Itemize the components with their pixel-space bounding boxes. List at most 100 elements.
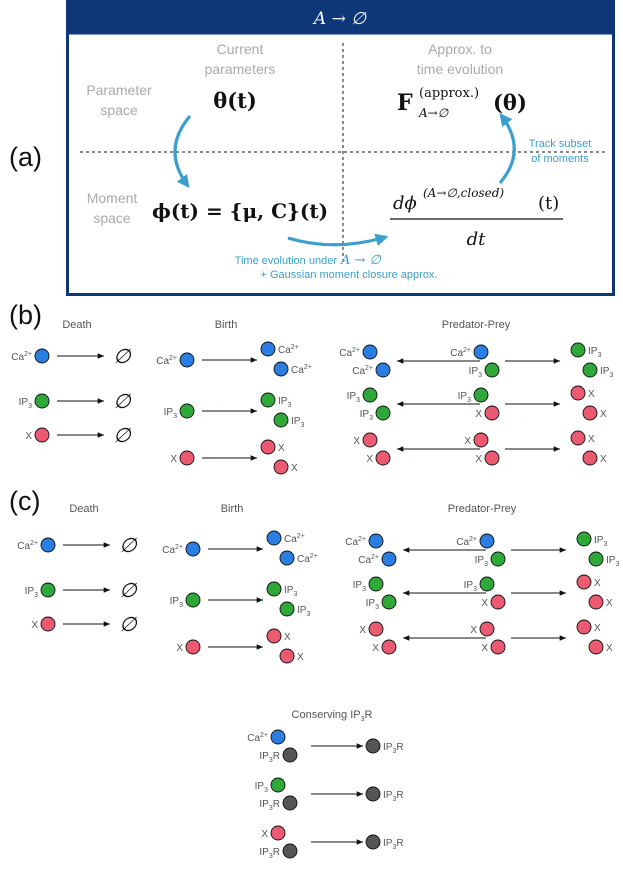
ca-label: Ca2+ xyxy=(162,544,183,556)
moment-space-line2: space xyxy=(93,210,131,226)
birth-reaction-ca: Ca2+Ca2+Ca2+ xyxy=(162,530,318,566)
death-reaction-x: X∅ xyxy=(31,612,138,636)
x-label: X xyxy=(606,643,613,654)
panel-c-birth-header: Birth xyxy=(221,503,244,515)
down-arrow xyxy=(173,114,192,189)
ip3-molecule xyxy=(279,601,295,617)
ip3-molecule xyxy=(582,362,598,378)
x-label: X xyxy=(297,652,304,663)
panel-b-birth-header: Birth xyxy=(215,319,238,331)
ca-label: Ca2+ xyxy=(358,554,379,566)
x-molecule xyxy=(473,432,489,448)
empty-set-symbol: ∅ xyxy=(113,389,132,413)
F-arg: (θ) xyxy=(493,90,527,115)
ip3-molecule xyxy=(375,405,391,421)
x-label: X xyxy=(359,625,366,636)
x-label: X xyxy=(594,623,601,634)
right-arrow xyxy=(287,233,389,247)
ip3-molecule xyxy=(473,387,489,403)
ca-label: Ca2+ xyxy=(247,732,268,744)
x-molecule xyxy=(484,450,500,466)
banner-title: A → ∅ xyxy=(312,9,367,29)
ip3-label: IP3 xyxy=(25,586,38,599)
ip3-label: IP3 xyxy=(606,555,619,568)
x-molecule xyxy=(484,405,500,421)
x-label: X xyxy=(594,578,601,589)
ip3-label: IP3 xyxy=(366,598,379,611)
x-label: X xyxy=(600,454,607,465)
ip3-molecule xyxy=(576,531,592,547)
ip3-label: IP3 xyxy=(360,409,373,422)
d-phi-numerator: dϕ xyxy=(393,193,417,214)
ip3r-molecule xyxy=(282,843,298,859)
ip3-label: IP3 xyxy=(19,397,32,410)
ip3r-molecule xyxy=(365,738,381,754)
empty-set-symbol: ∅ xyxy=(119,578,138,602)
ca-label: Ca2+ xyxy=(450,347,471,359)
ca-molecule xyxy=(279,550,295,566)
x-molecule xyxy=(588,639,604,655)
ip3-molecule xyxy=(179,403,195,419)
x-molecule xyxy=(576,619,592,635)
ip3-label: IP3 xyxy=(284,585,297,598)
ip3-molecule xyxy=(40,582,56,598)
ip3-label: IP3 xyxy=(469,366,482,379)
conserving-header: Conserving IP3R xyxy=(292,709,373,723)
panel-c-predprey-header: Predator-Prey xyxy=(448,503,517,515)
ip3r-label: IP3R xyxy=(383,838,404,851)
ip3r-molecule xyxy=(282,747,298,763)
panel-c-reactions: Ca2+∅Ca2+Ca2+Ca2+Ca2+Ca2+Ca2+IP3IP3IP3IP… xyxy=(17,530,619,860)
ip3-molecule xyxy=(570,342,586,358)
parameter-space-line2: space xyxy=(100,102,138,118)
ip3r-label: IP3R xyxy=(383,742,404,755)
track-line2: of moments xyxy=(531,153,589,165)
predprey-right-ip3: XX xyxy=(505,385,607,421)
ip3-label: IP3 xyxy=(458,391,471,404)
ip3r-molecule xyxy=(282,795,298,811)
approx-line2: time evolution xyxy=(417,61,503,77)
time-evo-prefix: Time evolution under xyxy=(235,255,338,267)
ip3-label: IP3 xyxy=(255,781,268,794)
ip3r-molecule xyxy=(365,786,381,802)
phi-equation: ϕ(t) = {μ, C}(t) xyxy=(152,199,328,223)
ca-molecule xyxy=(270,729,286,745)
ca-molecule xyxy=(40,537,56,553)
x-label: X xyxy=(588,434,595,445)
ip3-molecule xyxy=(381,594,397,610)
x-molecule xyxy=(185,639,201,655)
ca-molecule xyxy=(473,344,489,360)
up-arrow xyxy=(498,112,516,185)
death-reaction-ca: Ca2+∅ xyxy=(17,533,138,557)
current-params-line1: Current xyxy=(217,41,264,57)
x-label: X xyxy=(470,625,477,636)
x-label: X xyxy=(588,389,595,400)
ip3-molecule xyxy=(34,393,50,409)
panel-b-death-header: Death xyxy=(62,319,91,331)
ca-label: Ca2+ xyxy=(17,540,38,552)
ca-label: Ca2+ xyxy=(278,344,299,356)
track-line1: Track subset xyxy=(529,138,592,150)
ip3-molecule xyxy=(266,581,282,597)
ip3-molecule xyxy=(273,412,289,428)
F-sub: A→∅ xyxy=(418,106,449,120)
ip3-label: IP3 xyxy=(164,407,177,420)
approx-line1: Approx. to xyxy=(428,41,492,57)
x-molecule xyxy=(34,427,50,443)
death-reaction-ip3: IP3 ∅ xyxy=(19,389,133,413)
x-label: X xyxy=(261,829,268,840)
ca-label: Ca2+ xyxy=(291,364,312,376)
panel-a-banner xyxy=(67,1,614,35)
empty-set-symbol: ∅ xyxy=(113,344,132,368)
ca-molecule xyxy=(266,530,282,546)
x-label: X xyxy=(372,643,379,654)
x-molecule xyxy=(576,574,592,590)
ca-molecule xyxy=(368,533,384,549)
ip3-molecule xyxy=(479,576,495,592)
ca-label: Ca2+ xyxy=(339,347,360,359)
